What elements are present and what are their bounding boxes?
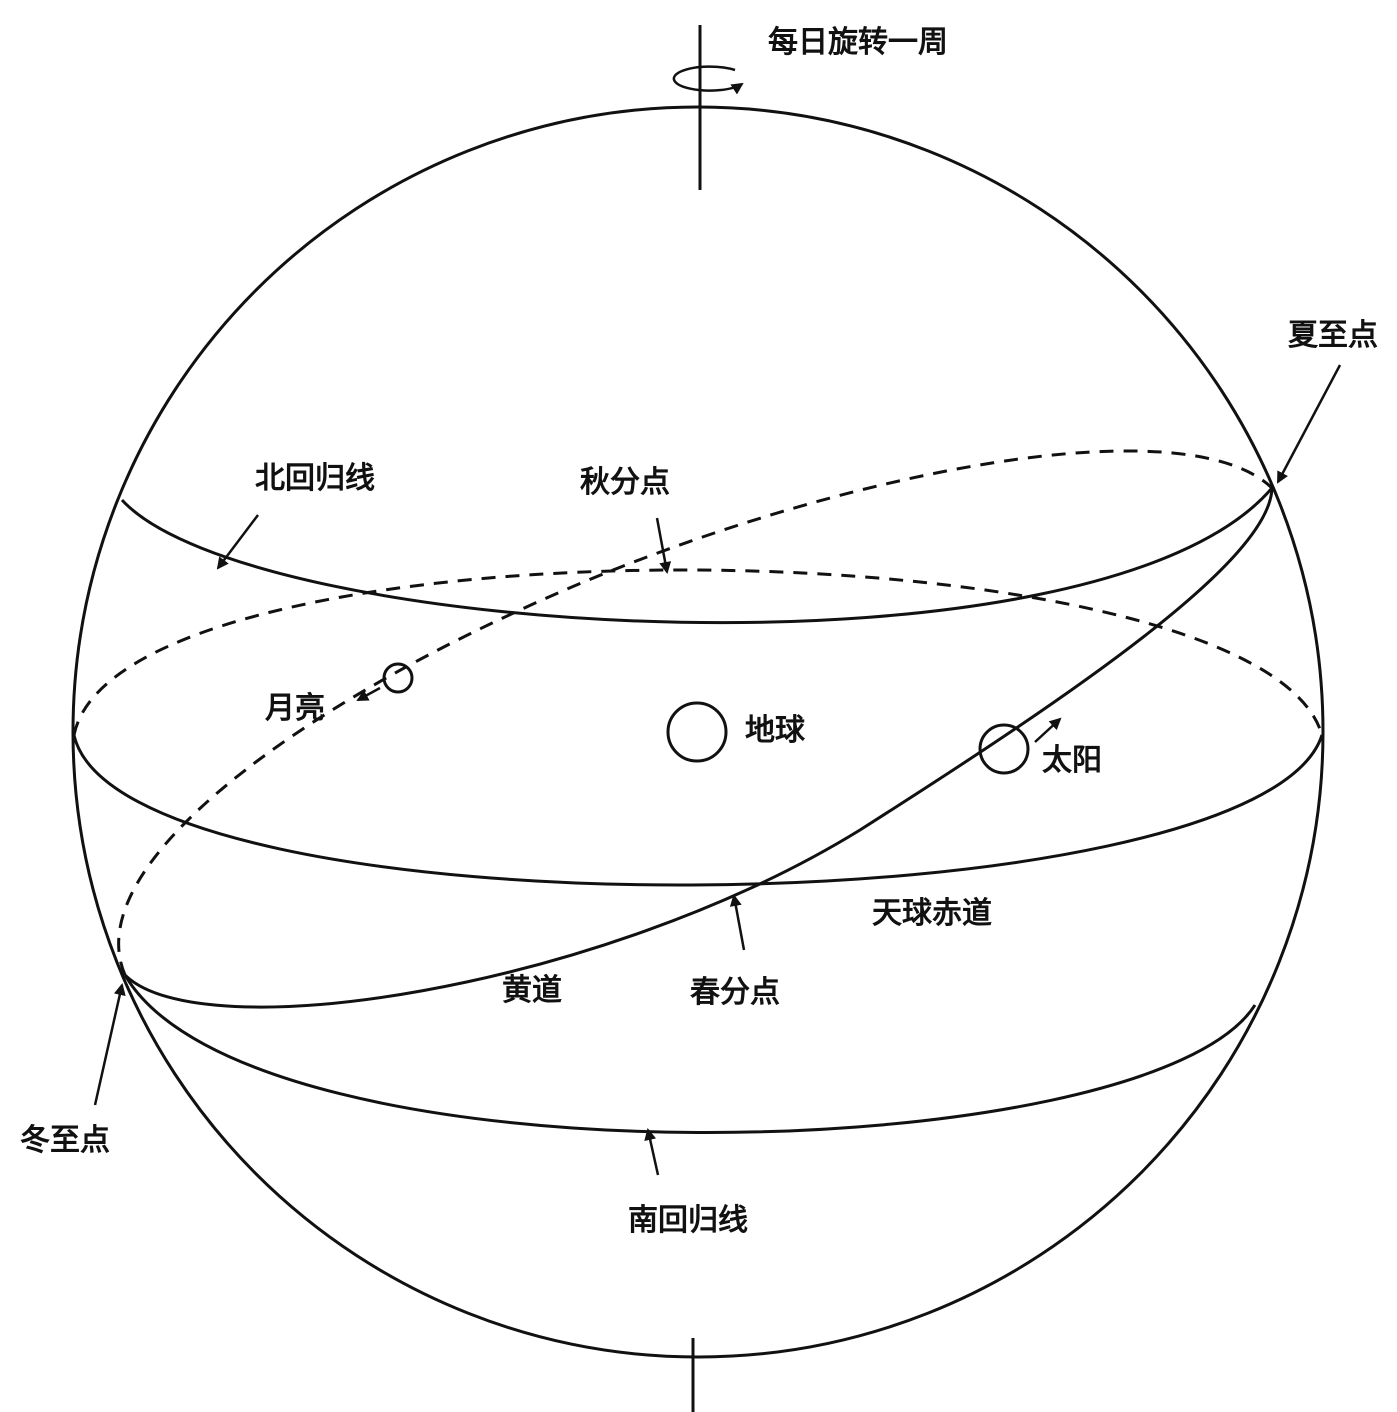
ecliptic-label: 黄道 (502, 973, 562, 1008)
rotation-arrow-icon (672, 65, 744, 95)
tropic-of-cancer-line (120, 487, 1274, 625)
tropic-capricorn-pointer (644, 1128, 660, 1176)
sun-label: 太阳 (1042, 743, 1102, 778)
rotation-label: 每日旋转一周 (768, 25, 948, 60)
ecliptic-front (123, 487, 1274, 1009)
earth-circle (666, 701, 728, 763)
tropic-of-capricorn-label: 南回归线 (628, 1203, 748, 1238)
autumn-equinox-label: 秋分点 (580, 465, 670, 500)
summer-solstice-pointer (1276, 364, 1342, 484)
celestial-equator-label: 天球赤道 (872, 896, 992, 931)
autumn-equinox-pointer (655, 517, 672, 574)
ecliptic-back (117, 449, 1274, 976)
winter-solstice-label: 冬至点 (20, 1123, 110, 1158)
moon-label: 月亮 (265, 691, 325, 726)
tropic-of-capricorn-line (123, 974, 1257, 1134)
sun-circle (978, 723, 1030, 775)
moon-motion-arrow-icon (356, 686, 381, 702)
winter-solstice-pointer (93, 983, 126, 1106)
moon-circle (382, 662, 414, 694)
celestial-equator-front (72, 734, 1324, 887)
celestial-sphere-outline (71, 105, 1325, 1359)
vernal-equinox-label: 春分点 (690, 975, 780, 1010)
celestial-equator-back (72, 568, 1324, 736)
sun-motion-arrow-icon (1034, 717, 1062, 743)
summer-solstice-label: 夏至点 (1288, 318, 1378, 353)
tropic-of-cancer-label: 北回归线 (255, 461, 375, 496)
vernal-equinox-pointer (729, 894, 746, 951)
tropic-cancer-pointer (216, 514, 259, 570)
earth-label: 地球 (745, 713, 806, 748)
